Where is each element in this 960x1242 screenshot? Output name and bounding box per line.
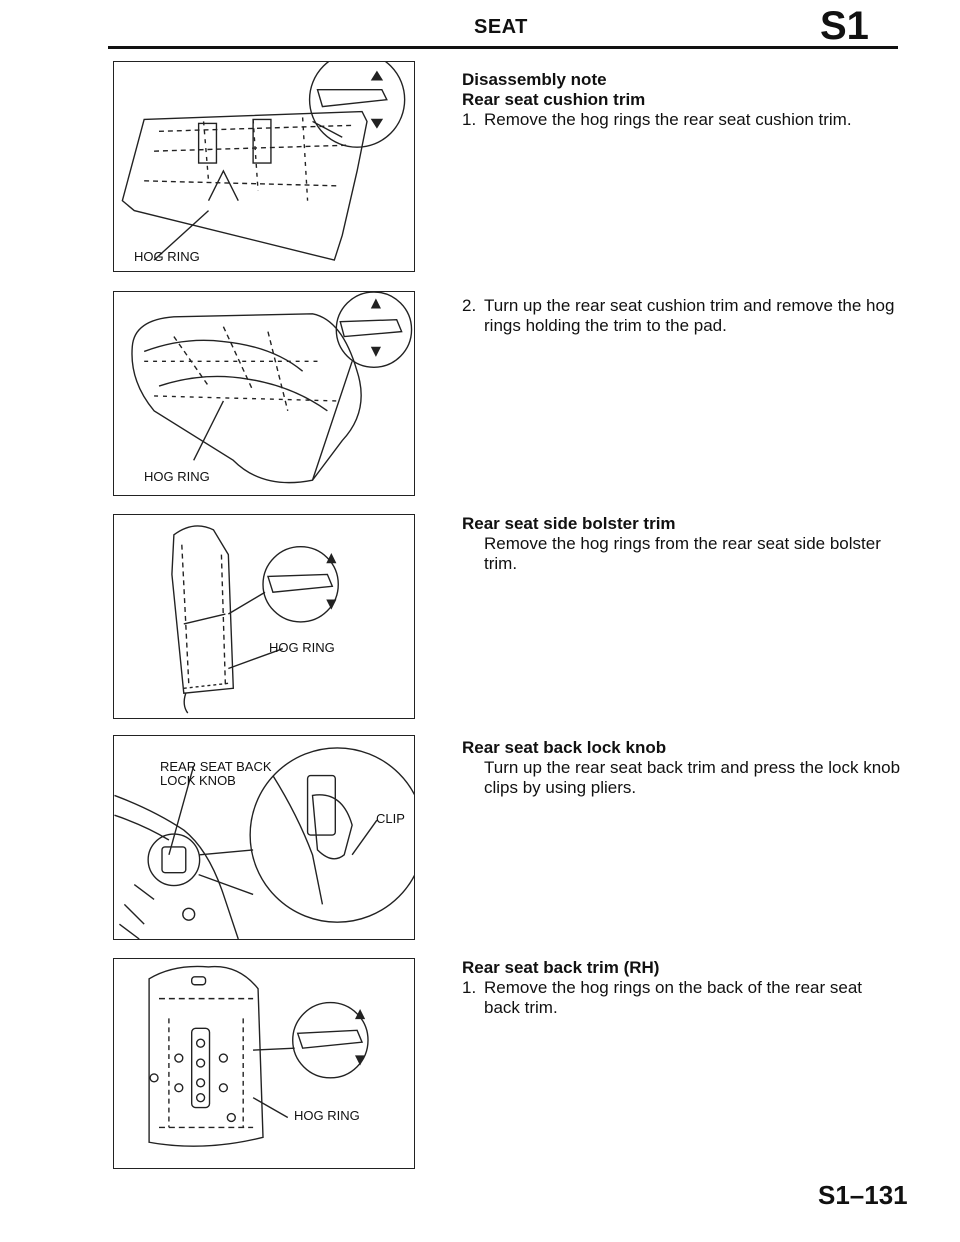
cushion-trim-text: Disassembly note Rear seat cushion trim … xyxy=(462,70,902,130)
step-number: 1. xyxy=(462,978,477,997)
side-bolster-heading: Rear seat side bolster trim xyxy=(462,514,676,533)
figure-side-bolster: HOG RING xyxy=(113,514,415,719)
clip-label: CLIP xyxy=(376,811,405,826)
page-number: S1–131 xyxy=(818,1180,908,1210)
side-bolster-illustration xyxy=(171,525,339,714)
cushion-step-2: 2. Turn up the rear seat cushion trim an… xyxy=(462,296,902,336)
step-text: Remove the hog rings on the back of the … xyxy=(484,978,863,1017)
lock-knob-illustration xyxy=(114,747,414,939)
page-title: SEAT xyxy=(474,16,528,38)
lock-knob-label: REAR SEAT BACK LOCK KNOB xyxy=(160,759,272,788)
disassembly-note-heading: Disassembly note xyxy=(462,70,607,89)
side-bolster-body: Remove the hog rings from the rear seat … xyxy=(484,534,881,573)
hog-ring-label: HOG RING xyxy=(294,1108,360,1123)
step-text: Turn up the rear seat cushion trim and r… xyxy=(484,296,895,335)
back-trim-text: Rear seat back trim (RH) 1. Remove the h… xyxy=(462,958,902,1018)
cushion-step-1: 1. Remove the hog rings the rear seat cu… xyxy=(462,110,902,130)
section-code: S1 xyxy=(820,4,869,48)
step-number: 2. xyxy=(462,296,477,315)
hog-ring-label: HOG RING xyxy=(134,249,200,264)
lock-knob-text: Rear seat back lock knob Turn up the rea… xyxy=(462,738,902,798)
back-trim-step-1: 1. Remove the hog rings on the back of t… xyxy=(462,978,902,1018)
hog-ring-label: HOG RING xyxy=(144,469,210,484)
figure-back-trim: HOG RING xyxy=(113,958,415,1169)
back-trim-heading: Rear seat back trim (RH) xyxy=(462,958,660,977)
lock-knob-body: Turn up the rear seat back trim and pres… xyxy=(484,758,901,797)
back-trim-illustration xyxy=(148,965,369,1147)
step-text: Remove the hog rings the rear seat cushi… xyxy=(484,110,852,129)
figure-cushion-trim: HOG RING xyxy=(113,61,415,272)
lock-knob-heading: Rear seat back lock knob xyxy=(462,738,667,757)
cushion-trim-illustration xyxy=(121,62,406,261)
header-rule xyxy=(108,46,898,49)
cushion-step-2-block: 2. Turn up the rear seat cushion trim an… xyxy=(462,296,902,336)
figure-lock-knob: REAR SEAT BACK LOCK KNOB CLIP xyxy=(113,735,415,940)
cushion-trim-heading: Rear seat cushion trim xyxy=(462,90,646,109)
step-number: 1. xyxy=(462,110,477,129)
figure-cushion-pad: HOG RING xyxy=(113,291,415,496)
hog-ring-label: HOG RING xyxy=(269,640,335,655)
side-bolster-text: Rear seat side bolster trim Remove the h… xyxy=(462,514,902,574)
cushion-pad-illustration xyxy=(131,292,413,484)
